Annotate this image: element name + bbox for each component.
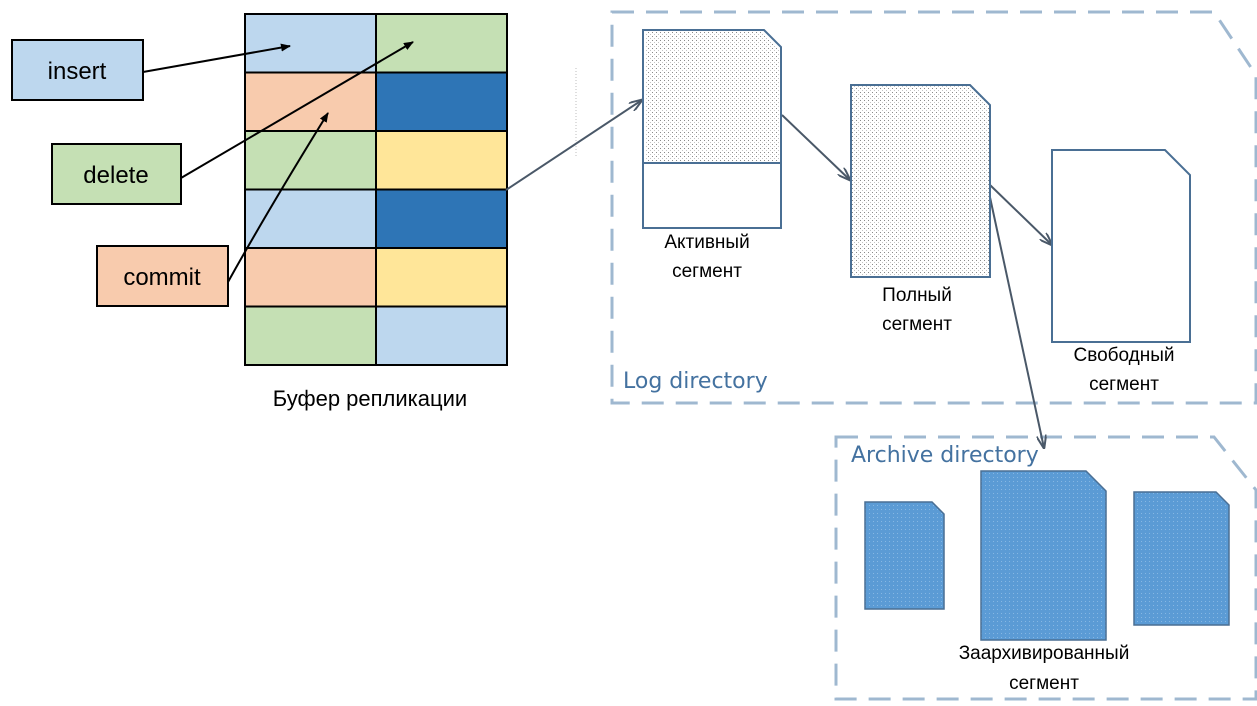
buffer-cell xyxy=(375,188,508,249)
full-segment-icon xyxy=(850,84,991,278)
buffer-cell xyxy=(375,71,508,132)
buffer-cell xyxy=(244,305,377,366)
free-segment-label-line1: Свободный xyxy=(1073,345,1174,366)
active-segment-icon xyxy=(642,29,782,229)
commit-box xyxy=(96,245,229,307)
free-segment-label-line2: сегмент xyxy=(1089,374,1159,395)
insert-label: insert xyxy=(48,58,107,85)
buffer-cell xyxy=(375,247,508,308)
archived-segment-icon-right xyxy=(1133,491,1230,626)
archive-directory-border xyxy=(834,435,1257,701)
full-to-archive-arrow xyxy=(987,187,1044,448)
active-to-full-arrow xyxy=(781,114,850,180)
full-to-free-arrow xyxy=(989,184,1052,245)
log-directory-border xyxy=(610,10,1257,405)
full-segment-label-line2: сегмент xyxy=(882,314,952,335)
buffer-cell xyxy=(375,305,508,366)
buffer-to-active-arrow xyxy=(505,100,642,191)
log-directory-label: Log directory xyxy=(623,369,768,394)
buffer-caption: Буфер репликации xyxy=(273,386,467,411)
archived-segment-icon-small xyxy=(864,501,945,610)
full-segment-label-line1: Полный xyxy=(882,285,952,306)
buffer-cell xyxy=(244,247,377,308)
buffer-cell xyxy=(375,130,508,191)
active-segment-label-line2: сегмент xyxy=(672,261,742,282)
buffer-cell xyxy=(375,13,508,74)
commit-arrow xyxy=(227,112,329,283)
commit-label: commit xyxy=(123,264,201,291)
free-segment-icon xyxy=(1051,149,1191,343)
active-segment-label-line1: Активный xyxy=(664,232,749,253)
replication-buffer xyxy=(244,13,508,366)
insert-arrow xyxy=(142,43,291,73)
archived-segment-label-line2: сегмент xyxy=(1009,673,1079,694)
archived-segment-icon-large xyxy=(980,470,1107,641)
buffer-cell xyxy=(244,13,377,74)
delete-label: delete xyxy=(83,162,148,189)
archive-directory-label: Archive directory xyxy=(851,443,1039,468)
delete-box xyxy=(51,143,182,205)
insert-box xyxy=(11,39,144,101)
archived-segment-label-line1: Заархивированный xyxy=(959,643,1130,664)
delete-arrow xyxy=(180,41,414,179)
